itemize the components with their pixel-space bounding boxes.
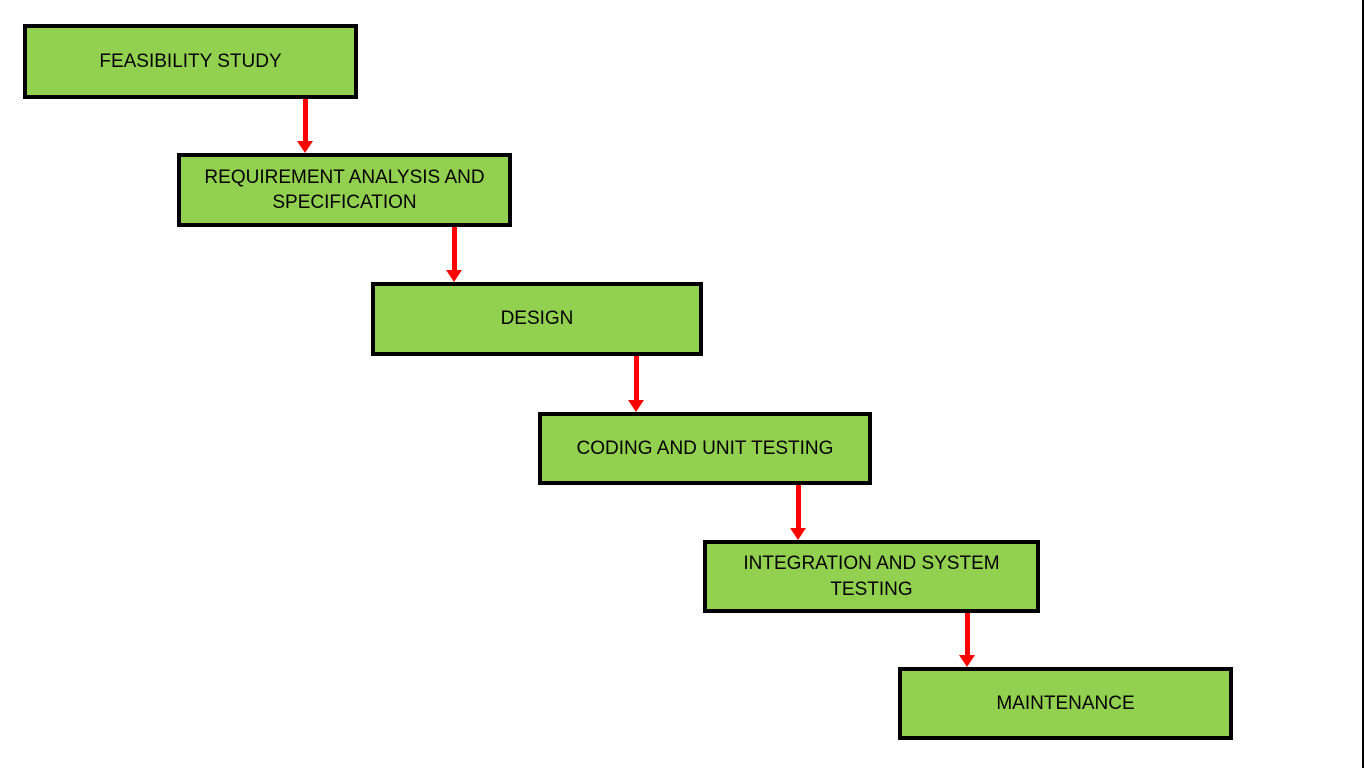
node-label: CODING AND UNIT TESTING [576,437,834,459]
arrow-shaft [302,99,308,142]
node-integration-and-system-testing: INTEGRATION AND SYSTEM TESTING [703,540,1040,613]
arrow-head [297,141,313,153]
arrow-shaft [795,485,801,529]
down-arrow-icon [628,356,644,412]
down-arrow-icon [959,613,975,667]
node-label: DESIGN [500,308,574,330]
node-requirement-analysis-and-specification: REQUIREMENT ANALYSIS AND SPECIFICATION [177,153,512,227]
node-maintenance: MAINTENANCE [898,667,1233,740]
arrow-shaft [964,613,970,656]
node-design: DESIGN [371,282,703,356]
arrow-head [628,400,644,412]
node-label: INTEGRATION AND SYSTEM TESTING [743,553,1000,600]
node-feasibility-study: FEASIBILITY STUDY [23,24,358,99]
arrow-head [790,528,806,540]
arrow-shaft [633,356,639,401]
node-label: MAINTENANCE [996,692,1135,714]
node-coding-and-unit-testing: CODING AND UNIT TESTING [538,412,872,485]
slide-right-edge-line [1362,0,1364,768]
arrow-head [959,655,975,667]
node-label: REQUIREMENT ANALYSIS AND SPECIFICATION [204,166,485,213]
down-arrow-icon [297,99,313,153]
down-arrow-icon [790,485,806,540]
arrow-head [446,270,462,282]
arrow-shaft [451,227,457,271]
node-label: FEASIBILITY STUDY [99,50,282,72]
down-arrow-icon [446,227,462,282]
